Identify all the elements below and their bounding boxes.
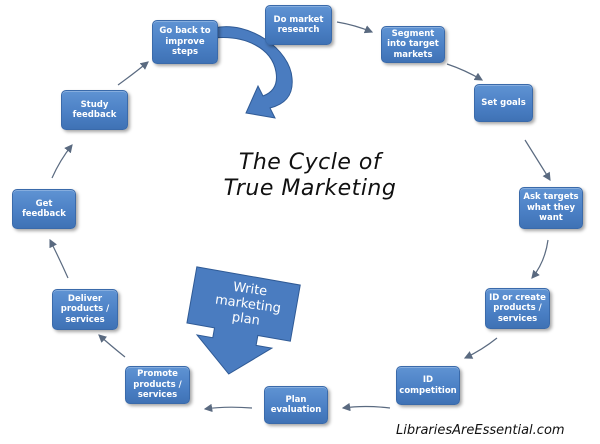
title-line-1: The Cycle of (238, 150, 382, 175)
step-get-feedback: Get feedback (12, 189, 76, 229)
step-label: Ask targets what they want (523, 192, 579, 224)
step-label: Go back to improve steps (159, 26, 211, 58)
step-label: ID competition (399, 375, 457, 396)
step-promote-products-services: Promote products / services (125, 366, 190, 404)
step-label: Deliver products / services (60, 293, 110, 325)
step-label: Segment into target markets (387, 28, 439, 60)
curved-arrow-icon (213, 26, 293, 119)
arrow-research-to-segment (336, 21, 374, 34)
title-line-2: True Marketing (223, 176, 397, 201)
diagram-title: The Cycle of True Marketing (205, 150, 415, 202)
site-watermark: LibrariesAreEssential.com (396, 423, 565, 438)
write-plan-arrow-icon (186, 266, 301, 375)
step-do-market-research: Do market research (265, 5, 332, 45)
step-plan-evaluation: Plan evaluation (264, 386, 328, 424)
step-id-competition: ID competition (396, 366, 460, 405)
step-label: Do market research (273, 14, 324, 36)
step-label: Plan evaluation (270, 394, 322, 416)
step-go-back-to-improve-steps: Go back to improve steps (152, 20, 218, 64)
step-label: Study feedback (72, 99, 117, 121)
step-label: ID or create products / services (489, 292, 546, 324)
step-ask-targets-what-they-want: Ask targets what they want (519, 187, 583, 229)
step-set-goals: Set goals (474, 84, 533, 122)
step-label: Promote products / services (133, 369, 182, 401)
step-deliver-products-services: Deliver products / services (52, 289, 118, 330)
step-id-or-create-products-services: ID or create products / services (485, 288, 550, 329)
step-label: Set goals (481, 97, 526, 108)
step-label: Get feedback (22, 198, 66, 220)
step-study-feedback: Study feedback (61, 90, 128, 130)
step-segment-into-target-markets: Segment into target markets (381, 26, 445, 63)
